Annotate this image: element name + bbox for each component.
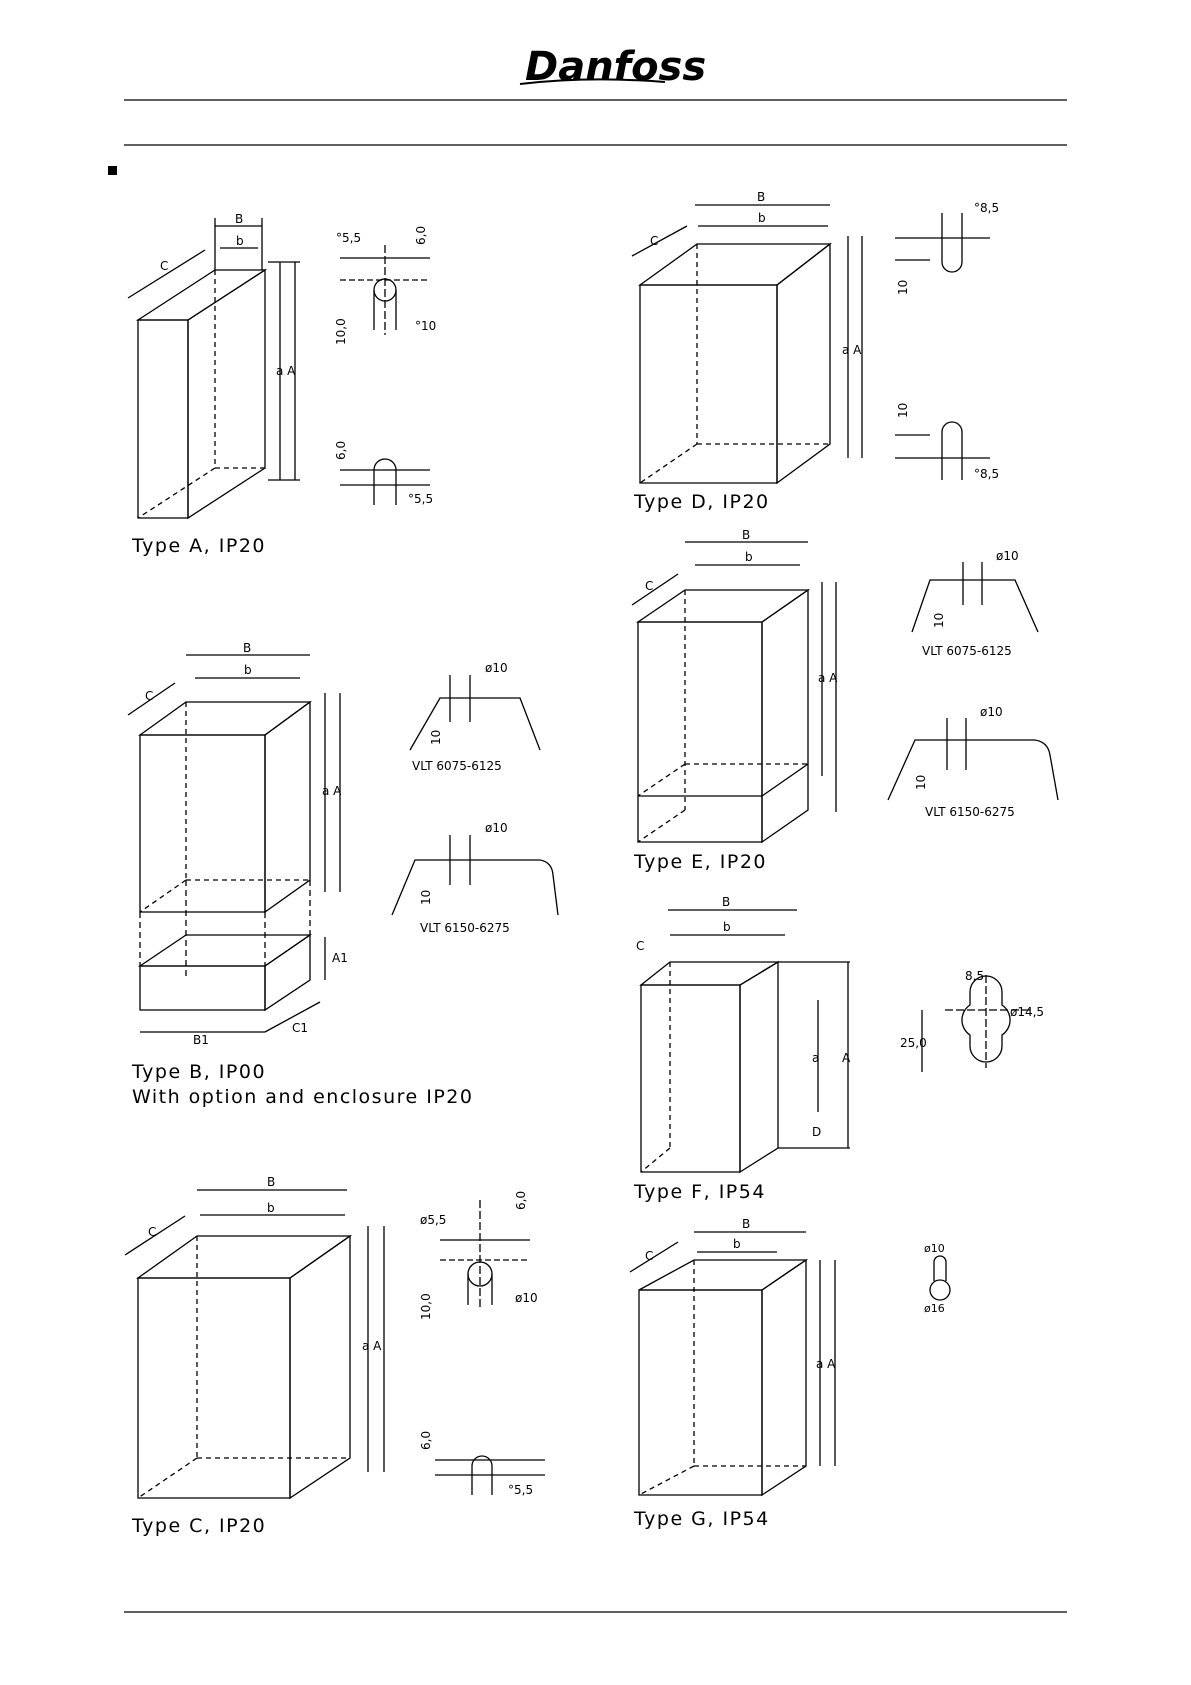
label-labels-b: B xyxy=(235,212,243,226)
logo-text: Danfoss xyxy=(525,44,706,90)
caption-type-g: Type G, IP54 xyxy=(633,1508,770,1530)
label-labels-b: b xyxy=(267,1201,275,1215)
label-labels-c: C xyxy=(645,1249,653,1263)
type-e-drawing: B b C a A ø10 10 VLT 6075-6125 ø10 10 VL… xyxy=(631,528,1059,873)
label-dims-d60: 6,0 xyxy=(414,226,428,245)
label-labels-b: B xyxy=(742,528,750,542)
label-labels-aa: a A xyxy=(276,364,296,378)
label-labels-b: b xyxy=(733,1237,741,1251)
label-dims-o55: ø5,5 xyxy=(420,1213,446,1227)
label-vlt-large: VLT 6150-6275 xyxy=(925,805,1015,819)
label-labels-b: b xyxy=(236,234,244,248)
caption-type-f: Type F, IP54 xyxy=(633,1181,766,1203)
label-dims-o10: ø10 xyxy=(485,661,508,675)
label-dims-ten: 10 xyxy=(932,613,946,628)
type-b-drawing: B b C a A A1 B1 C1 ø10 10 VLT 6075-6125 … xyxy=(127,641,559,1108)
label-dims-o10: ø10 xyxy=(924,1242,945,1255)
label-labels-b: B xyxy=(267,1175,275,1189)
label-labels-aa: a A xyxy=(322,784,342,798)
label-labels-c: C xyxy=(650,234,658,248)
label-dims-d60: 6,0 xyxy=(514,1191,528,1210)
label-labels-a1: A1 xyxy=(332,951,348,965)
caption-type-d: Type D, IP20 xyxy=(633,491,770,513)
label-vlt-small: VLT 6075-6125 xyxy=(412,759,502,773)
label-dims-d100: 10,0 xyxy=(419,1293,433,1320)
label-dims-d10: °10 xyxy=(415,319,436,333)
label-labels-aa: a A xyxy=(818,671,838,685)
label-vlt-small: VLT 6075-6125 xyxy=(922,644,1012,658)
label-labels-a: A xyxy=(842,1051,851,1065)
label-dims-d60: 6,0 xyxy=(334,441,348,460)
caption-type-e: Type E, IP20 xyxy=(633,851,767,873)
label-dims-o10: ø10 xyxy=(996,549,1019,563)
label-dims-o10: ø10 xyxy=(515,1291,538,1305)
caption-type-c: Type C, IP20 xyxy=(131,1515,266,1537)
label-dims-d55: °5,5 xyxy=(408,492,433,506)
label-dims-o16: ø16 xyxy=(924,1302,945,1315)
label-labels-b: b xyxy=(723,920,731,934)
label-labels-b: B xyxy=(722,895,730,909)
label-dims-ten: 10 xyxy=(896,403,910,418)
label-labels-aa: a A xyxy=(842,343,862,357)
label-dims-v250: 25,0 xyxy=(900,1036,927,1050)
type-g-drawing: B b C a A ø10 ø16 Type G, IP54 xyxy=(629,1217,951,1530)
label-dims-ten: 10 xyxy=(914,775,928,790)
type-d-drawing: B b C a A °8,5 10 10 °8,5 Type D, IP20 xyxy=(631,190,999,513)
label-labels-d: D xyxy=(812,1125,821,1139)
label-dims-ten: 10 xyxy=(429,730,443,745)
label-dims-v85: 8,5 xyxy=(965,969,984,983)
type-c-drawing: B b C a A ø5,5 6,0 10,0 ø10 6,0 °5,5 Typ… xyxy=(124,1175,545,1537)
section-bullet-icon xyxy=(108,166,117,175)
label-labels-b: b xyxy=(758,211,766,225)
label-labels-c: C xyxy=(645,579,653,593)
label-dims-o10: ø10 xyxy=(980,705,1003,719)
caption-type-a: Type A, IP20 xyxy=(131,535,266,557)
label-labels-aa: a A xyxy=(816,1357,836,1371)
label-labels-c: C xyxy=(160,259,168,273)
label-dims-d100: 10,0 xyxy=(334,318,348,345)
label-vlt-large: VLT 6150-6275 xyxy=(420,921,510,935)
label-labels-c1: C1 xyxy=(292,1021,308,1035)
label-dims-d55: °5,5 xyxy=(508,1483,533,1497)
danfoss-logo: Danfoss xyxy=(519,44,706,90)
caption-type-b: Type B, IP00 xyxy=(131,1061,266,1083)
label-dims-ten: 10 xyxy=(896,280,910,295)
label-dims-d85: °8,5 xyxy=(974,467,999,481)
label-labels-aa: a A xyxy=(362,1339,382,1353)
label-dims-o10: ø10 xyxy=(485,821,508,835)
label-dims-ten: 10 xyxy=(419,890,433,905)
label-labels-b: B xyxy=(243,641,251,655)
caption-type-b-option: With option and enclosure IP20 xyxy=(132,1086,473,1108)
label-dims-o145: ø14,5 xyxy=(1010,1005,1044,1019)
label-labels-a: a xyxy=(812,1051,819,1065)
label-labels-c: C xyxy=(148,1225,156,1239)
label-labels-b: b xyxy=(244,663,252,677)
label-dims-d60: 6,0 xyxy=(419,1431,433,1450)
label-labels-b: B xyxy=(757,190,765,204)
label-labels-b: b xyxy=(745,550,753,564)
label-labels-b: B xyxy=(742,1217,750,1231)
label-dims-d85: °8,5 xyxy=(974,201,999,215)
type-a-drawing: B b C a A °5,5 6,0 10,0 °10 6,0 °5,5 Typ… xyxy=(127,212,436,557)
label-labels-b1: B1 xyxy=(193,1033,209,1047)
label-labels-c: C xyxy=(145,689,153,703)
label-dims-d55: °5,5 xyxy=(336,231,361,245)
label-labels-c: C xyxy=(636,939,644,953)
type-f-drawing: B b C a A D 8,5 25,0 ø14,5 Type F, IP54 xyxy=(633,895,1044,1203)
